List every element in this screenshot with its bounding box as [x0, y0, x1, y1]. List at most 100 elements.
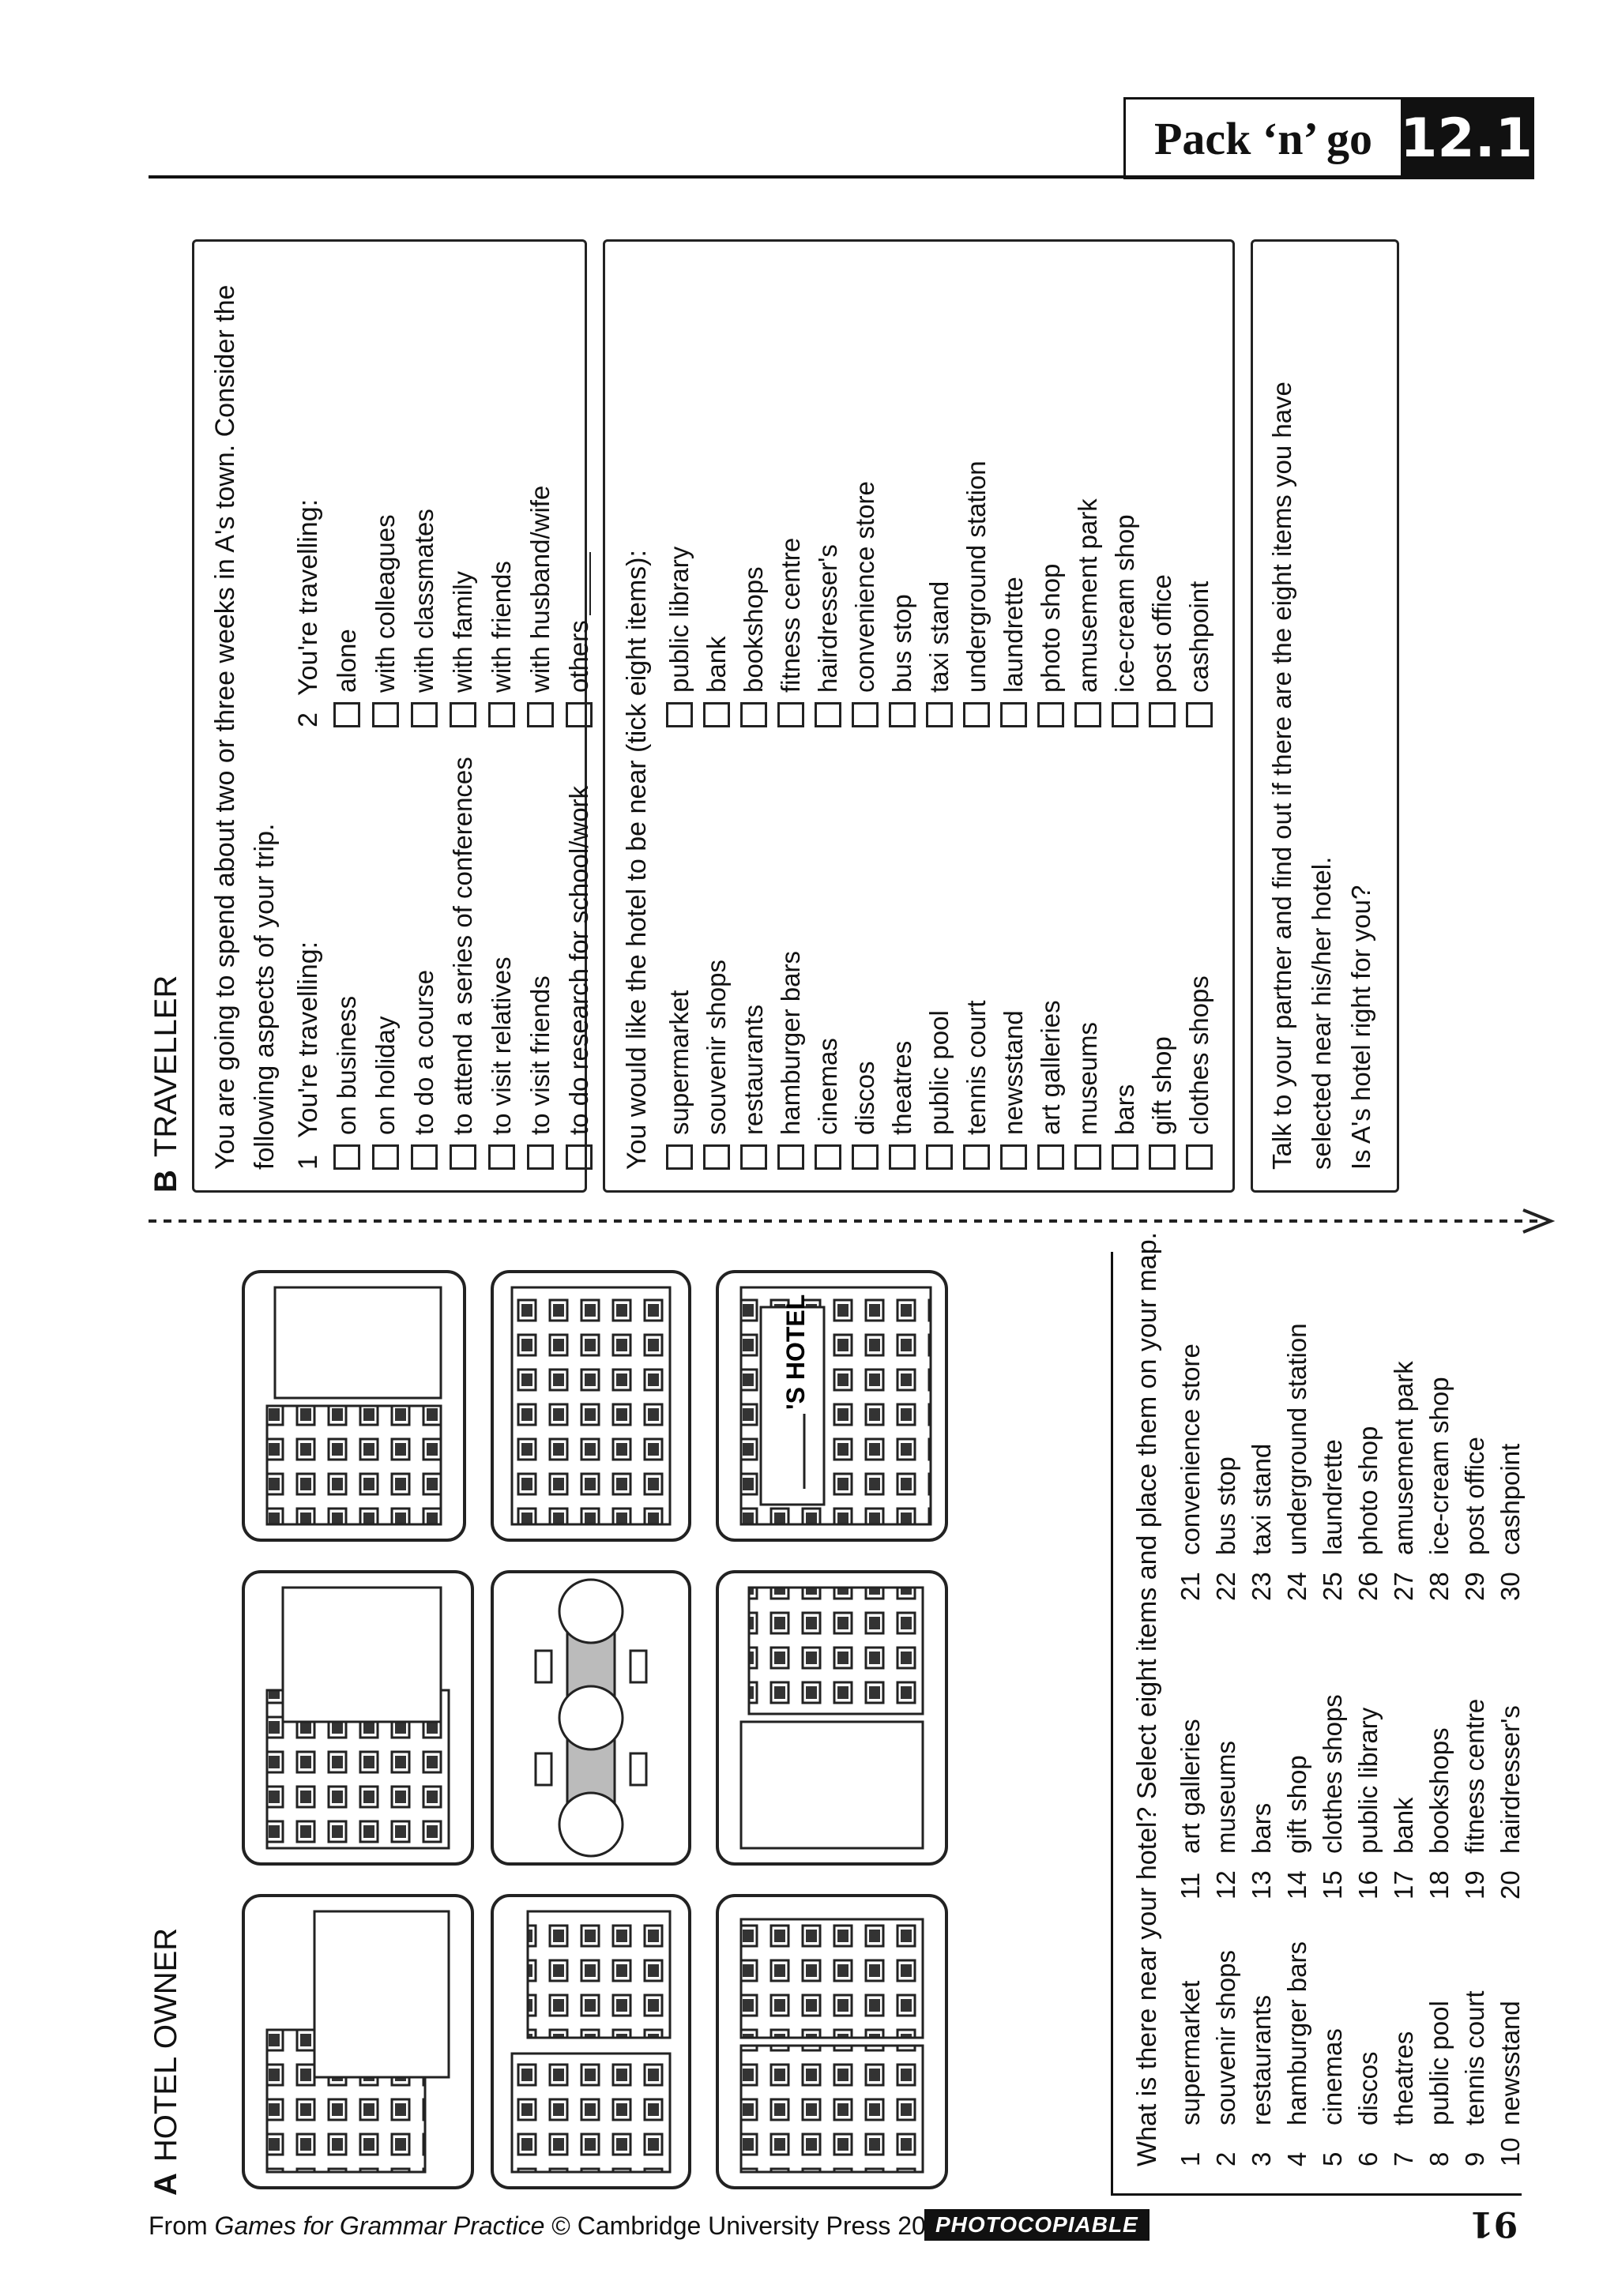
checkbox[interactable] — [665, 1144, 693, 1170]
building — [510, 1286, 672, 1526]
amenity-number: 28 — [1424, 1572, 1454, 1601]
checkbox[interactable] — [925, 1144, 953, 1170]
checkbox[interactable] — [371, 1144, 399, 1170]
checkbox[interactable] — [1148, 702, 1176, 727]
checkbox[interactable] — [702, 702, 730, 727]
checkbox-option: newsstand — [995, 727, 1032, 1170]
map-block-7 — [491, 1270, 691, 1542]
checkbox-option: tennis court — [958, 727, 995, 1170]
checkbox[interactable] — [739, 1144, 767, 1170]
checkbox[interactable] — [333, 702, 360, 727]
checkbox[interactable] — [565, 1144, 593, 1170]
checkbox[interactable] — [665, 702, 693, 727]
map-block-5 — [716, 1570, 948, 1866]
checkbox[interactable] — [487, 1144, 515, 1170]
checkbox-option: on business — [327, 727, 366, 1170]
checkbox-label: public pool — [924, 1010, 954, 1135]
checkbox-label: to attend a series of conferences — [447, 757, 477, 1135]
checkbox[interactable] — [999, 1144, 1027, 1170]
question-number: 2 — [293, 712, 323, 727]
building — [313, 1910, 450, 2079]
checkbox[interactable] — [526, 702, 554, 727]
checkbox[interactable] — [1074, 1144, 1101, 1170]
bench — [534, 1649, 553, 1684]
building — [526, 1910, 672, 2039]
checkbox[interactable] — [565, 702, 593, 727]
map-block-6 — [242, 1270, 466, 1542]
checkbox-label: cinemas — [812, 1038, 842, 1135]
checkbox[interactable] — [410, 702, 438, 727]
checkbox-label: theatres — [886, 1040, 916, 1135]
checkbox[interactable] — [962, 702, 990, 727]
amenity-label: tennis court — [1460, 1990, 1489, 2125]
checkbox[interactable] — [814, 1144, 841, 1170]
checkbox-option: with colleagues — [366, 285, 404, 727]
checkbox[interactable] — [851, 702, 879, 727]
checkbox[interactable] — [1185, 1144, 1213, 1170]
hotel-sign: 'S HOTEL — [781, 1295, 810, 1410]
checkbox-option: to visit relatives — [482, 727, 521, 1170]
checkbox-option: hamburger bars — [772, 727, 809, 1170]
map-block-3 — [716, 1894, 948, 2189]
talk-line-1: Talk to your partner and find out if the… — [1267, 381, 1296, 1170]
write-in-blank[interactable] — [566, 552, 591, 616]
section-a-letter: A — [149, 2173, 183, 2196]
checkbox-label: ice-cream shop — [1109, 514, 1139, 693]
checkbox[interactable] — [1037, 1144, 1064, 1170]
checkbox[interactable] — [526, 1144, 554, 1170]
credit-prefix: From — [149, 2211, 215, 2240]
amenity-number: 1 — [1176, 2151, 1205, 2166]
checkbox-option: post office — [1143, 285, 1180, 727]
checkbox[interactable] — [702, 1144, 730, 1170]
map-block-4 — [242, 1570, 474, 1866]
checkbox-label: with colleagues — [370, 514, 400, 693]
checkbox-option: hairdresser's — [809, 285, 846, 727]
checkbox-label: laundrette — [998, 577, 1028, 693]
checkbox-label: tennis court — [961, 1000, 991, 1135]
near-items-box: You would like the hotel to be near (tic… — [603, 239, 1235, 1193]
amenity-label: hairdresser's — [1496, 1705, 1525, 1854]
checkbox[interactable] — [1148, 1144, 1176, 1170]
checkbox[interactable] — [1185, 702, 1213, 727]
purpose-heading: You're travelling: — [293, 941, 323, 1138]
building — [747, 1586, 924, 1715]
checkbox[interactable] — [925, 702, 953, 727]
checkbox-label: bank — [701, 636, 731, 693]
checkbox[interactable] — [888, 702, 916, 727]
checkbox[interactable] — [851, 1144, 879, 1170]
checkbox-option: gift shop — [1143, 727, 1180, 1170]
checkbox[interactable] — [777, 702, 804, 727]
checkbox[interactable] — [1111, 702, 1138, 727]
checkbox-label: art galleries — [1035, 1000, 1065, 1135]
checkbox[interactable] — [449, 1144, 476, 1170]
checkbox[interactable] — [1074, 702, 1101, 727]
hotel-owner-question-box: What is there near your hotel? Select ei… — [1111, 1232, 1525, 2196]
checkbox[interactable] — [371, 702, 399, 727]
checkbox[interactable] — [814, 702, 841, 727]
checkbox-option: taxi stand — [920, 285, 958, 727]
amenity-label: bus stop — [1211, 1456, 1240, 1555]
checkbox[interactable] — [333, 1144, 360, 1170]
checkbox-label: convenience store — [849, 481, 879, 693]
map-park-block — [491, 1570, 691, 1866]
checkbox[interactable] — [1111, 1144, 1138, 1170]
checkbox[interactable] — [739, 702, 767, 727]
checkbox[interactable] — [777, 1144, 804, 1170]
map-hotel-block — [716, 1270, 948, 1542]
checkbox[interactable] — [1037, 702, 1064, 727]
checkbox[interactable] — [449, 702, 476, 727]
checkbox[interactable] — [999, 702, 1027, 727]
talk-line-3: Is A's hotel right for you? — [1346, 885, 1375, 1170]
amenity-number: 20 — [1496, 1870, 1525, 1900]
checkbox[interactable] — [962, 1144, 990, 1170]
checkbox[interactable] — [410, 1144, 438, 1170]
checkbox[interactable] — [487, 702, 515, 727]
checkbox[interactable] — [888, 1144, 916, 1170]
